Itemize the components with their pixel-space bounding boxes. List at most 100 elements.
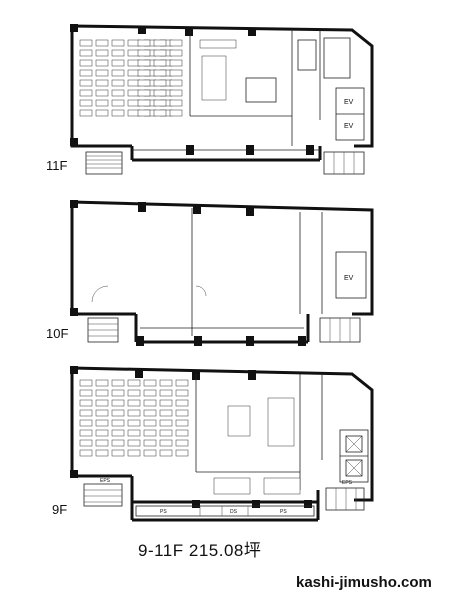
desk [111,99,125,107]
floor-label-10f: 10F [46,326,69,341]
desk [153,49,167,57]
desk [95,449,109,457]
floor-plan-9f: PS DS PS EPS EPS [70,366,374,522]
eps-label-2: EPS [342,480,353,486]
desk [143,439,157,447]
desk [137,79,151,87]
desk [79,89,93,97]
desk [143,449,157,457]
desk [175,409,189,417]
desk [95,429,109,437]
desk [95,379,109,387]
desk [175,449,189,457]
desk [111,419,125,427]
desk [169,89,183,97]
desk [111,399,125,407]
floor-plan-10f: EV [70,200,374,346]
ev-label-11f-2: EV [344,123,354,130]
floor-plan-11f: EV EV [70,24,374,175]
desk [127,399,141,407]
desk [95,389,109,397]
desk [169,39,183,47]
desk [159,439,173,447]
desk [127,409,141,417]
floor-label-11f: 11F [46,158,68,173]
desk [79,449,93,457]
desk [79,69,93,77]
desk [159,379,173,387]
desk [95,69,109,77]
floor-area-caption: 9-11F 215.08坪 [138,541,262,560]
desk [159,429,173,437]
desk [159,389,173,397]
desk [175,419,189,427]
desk [137,59,151,67]
desk [111,389,125,397]
ds-label: DS [230,509,238,515]
desk [79,59,93,67]
desk [143,399,157,407]
desk [79,39,93,47]
desk [95,409,109,417]
desk [175,439,189,447]
desk [127,379,141,387]
desk [169,59,183,67]
desk [95,419,109,427]
desk [175,379,189,387]
desk [169,49,183,57]
floor-label-9f: 9F [52,502,68,517]
desk [111,59,125,67]
desk [111,69,125,77]
desk [137,69,151,77]
desk [79,49,93,57]
desk [95,59,109,67]
desk [159,419,173,427]
desk [127,449,141,457]
ev-label-10f: EV [344,275,354,282]
desk [95,89,109,97]
desk [153,89,167,97]
desk [169,109,183,117]
desk [111,449,125,457]
desk [127,389,141,397]
desk [95,399,109,407]
desk [143,409,157,417]
desk [79,79,93,87]
desk [143,419,157,427]
desk [79,399,93,407]
desk [159,409,173,417]
desk [111,109,125,117]
desk [79,389,93,397]
desk [95,39,109,47]
desk [79,99,93,107]
desk [143,379,157,387]
desk [169,69,183,77]
desk [137,99,151,107]
desk [79,379,93,387]
desk [153,79,167,87]
desk [153,109,167,117]
eps-label-1: EPS [100,478,111,484]
ps-label-2: PS [280,509,287,515]
desk [143,389,157,397]
desk [175,389,189,397]
desk [127,429,141,437]
desk [111,89,125,97]
desk [95,79,109,87]
ps-label-1: PS [160,509,167,515]
desk [79,439,93,447]
desk [175,399,189,407]
desk [153,39,167,47]
desk [169,79,183,87]
desk [137,109,151,117]
desk [79,409,93,417]
desk [153,59,167,67]
desk [79,419,93,427]
site-watermark: kashi-jimusho.com [296,574,432,591]
desk [159,449,173,457]
ev-label-11f: EV [344,99,354,106]
desk [153,69,167,77]
desk [95,99,109,107]
desk [111,379,125,387]
desk [143,429,157,437]
